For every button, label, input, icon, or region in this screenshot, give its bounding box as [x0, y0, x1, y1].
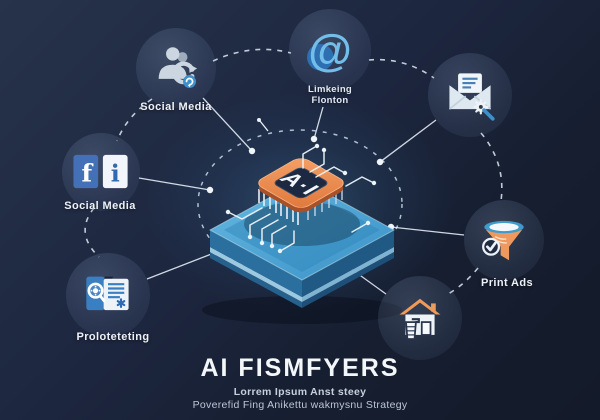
label-social-media-people: Social Media [140, 101, 212, 113]
people-sync-icon [158, 47, 198, 89]
document-search-icon [86, 276, 129, 311]
inner-dashed-orbit [197, 129, 403, 279]
envelope-wand-icon [448, 73, 495, 121]
svg-text:i: i [111, 160, 120, 188]
satellite-limkeing-flonton: @ [289, 9, 371, 91]
solid-connectors [138, 97, 465, 295]
label-print-ads: Print Ads [480, 277, 534, 289]
satellite-social-media-facebook: f i [62, 133, 140, 211]
satellite-email-marketing [428, 53, 512, 137]
label-proloteteting: Proloteteting [76, 331, 150, 343]
title-block: AI FISMFYERS Lorrem Ipsum Anst steey Pov… [140, 355, 460, 412]
label-limkeing-flonton: Limkeing Flonton [280, 84, 380, 106]
ai-chip-illustration: A·I [202, 143, 402, 324]
facebook-info-icon: f i [73, 154, 128, 189]
satellite-social-media-people [136, 28, 216, 108]
satellite-real-estate [378, 276, 462, 360]
house-bucket-icon [399, 298, 441, 340]
subtitle-line2: Poverefid Fing Anikettu wakmysnu Strateg… [192, 399, 408, 412]
label-limkeing-line1: Limkeing [307, 84, 353, 95]
satellite-print-ads [464, 200, 544, 280]
main-title: AI FISMFYERS [200, 354, 400, 382]
outer-dashed-ring [84, 48, 503, 295]
funnel-check-icon [482, 220, 524, 261]
satellite-proloteteting [66, 253, 150, 337]
label-limkeing-line2: Flonton [311, 95, 349, 106]
orbit-stub-dot [257, 118, 261, 122]
svg-text:f: f [81, 159, 93, 188]
svg-text:@: @ [308, 27, 352, 76]
trace-dots [225, 143, 377, 254]
label-social-media-facebook: Social Media [64, 200, 136, 212]
orbit-stub [259, 120, 269, 132]
subtitle-line1: Lorrem Ipsum Anst steey [233, 386, 367, 399]
at-symbol-icon: @ [307, 27, 352, 76]
